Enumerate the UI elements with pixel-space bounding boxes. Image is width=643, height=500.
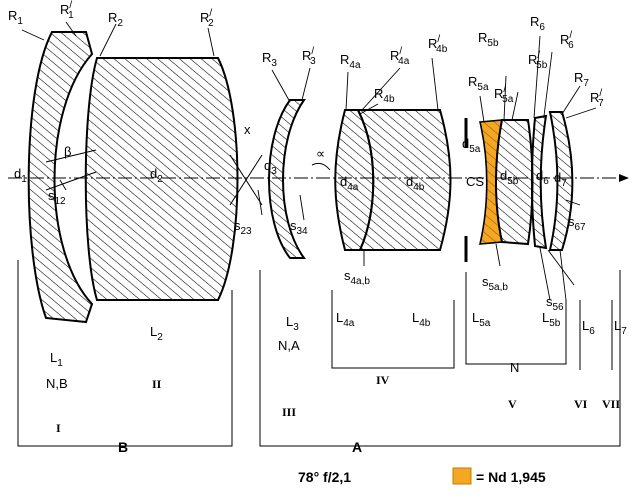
leader-lines: [21, 21, 597, 301]
label-d7: d7: [554, 170, 567, 189]
label-r1: R1: [8, 8, 23, 27]
label-r2p: R/2: [200, 8, 214, 29]
label-l6: L6: [582, 318, 595, 337]
label-s56: s56: [546, 294, 564, 313]
label-l3: L3: [286, 314, 299, 333]
glass-type-l3: N,A: [278, 338, 300, 353]
lens-l6: [531, 114, 548, 250]
bracket-a: A: [352, 439, 362, 455]
label-r7: R7: [574, 70, 589, 89]
lens-l3: [268, 99, 306, 259]
label-s5ab: s5a,b: [482, 274, 508, 293]
glass-type-l1: N,B: [46, 376, 68, 391]
label-r4ap: R/4a: [390, 46, 410, 67]
label-r5a: R5a: [468, 74, 489, 93]
label-s23: s23: [234, 218, 252, 237]
label-l4b: L4b: [412, 310, 431, 329]
label-l4a: L4a: [336, 310, 355, 329]
label-d5b: d5b: [500, 168, 519, 187]
label-r4b: R4b: [374, 86, 395, 105]
label-r5ap: R/5a: [494, 84, 514, 105]
label-r2: R2: [108, 10, 123, 29]
label-d1: d1: [14, 166, 27, 185]
label-r3p: R/3: [302, 46, 316, 67]
label-d4b: d4b: [406, 174, 425, 193]
label-l1: L1: [50, 350, 63, 369]
group-v: V: [508, 397, 517, 411]
beta-ray-upper: [45, 149, 97, 163]
label-s34: s34: [290, 218, 308, 237]
group-ii: II: [152, 377, 162, 391]
label-d3: d3: [264, 158, 277, 177]
field-ray-2: [229, 154, 263, 206]
label-r3: R3: [262, 50, 277, 69]
group-i: I: [56, 421, 61, 435]
label-r4a: R4a: [340, 52, 361, 71]
lens-l7: [548, 111, 574, 251]
label-d5a: d5a: [462, 136, 481, 155]
angle-alpha: ∝: [316, 146, 325, 161]
label-r6: R6: [530, 14, 545, 33]
beta-ray-lower: [45, 171, 97, 191]
lens-l1: [27, 31, 94, 324]
label-r7p: R/7: [590, 88, 604, 109]
label-l5a: L5a: [472, 310, 491, 329]
aperture-stop-label: CS: [466, 174, 484, 189]
lens-l5b: [495, 119, 534, 246]
lens-l4b: [356, 109, 452, 251]
caption: 78° f/2,1: [298, 469, 351, 485]
group-iv: IV: [376, 373, 390, 387]
group-vii: VII: [602, 397, 620, 411]
label-r1p: R/1: [60, 0, 74, 21]
bracket-lines: [17, 260, 621, 447]
label-d4a: d4a: [340, 174, 359, 193]
label-s67: s67: [568, 214, 586, 233]
lens-l2: [84, 57, 239, 301]
alpha-arc: [311, 162, 331, 171]
label-d2: d2: [150, 166, 163, 185]
label-r4bp: R/4b: [428, 34, 448, 55]
group-vi: VI: [574, 397, 588, 411]
label-s4ab: s4a,b: [344, 268, 370, 287]
label-s12: s12: [48, 188, 66, 207]
label-l2: L2: [150, 324, 163, 343]
bracket-b: B: [118, 439, 128, 455]
angle-beta: β: [64, 144, 71, 159]
label-l7: L7: [614, 318, 627, 337]
glass-type-l5: N: [510, 360, 519, 375]
label-r5b: R5b: [478, 30, 499, 49]
label-d6: d6: [536, 168, 549, 187]
angle-x: x: [244, 122, 251, 137]
label-r5bp: R/5b: [528, 50, 548, 71]
legend-text: = Nd 1,945: [476, 469, 546, 485]
legend-swatch: [452, 467, 472, 485]
group-iii: III: [282, 405, 296, 419]
label-r6p: R/6: [560, 30, 574, 51]
label-l5b: L5b: [542, 310, 561, 329]
